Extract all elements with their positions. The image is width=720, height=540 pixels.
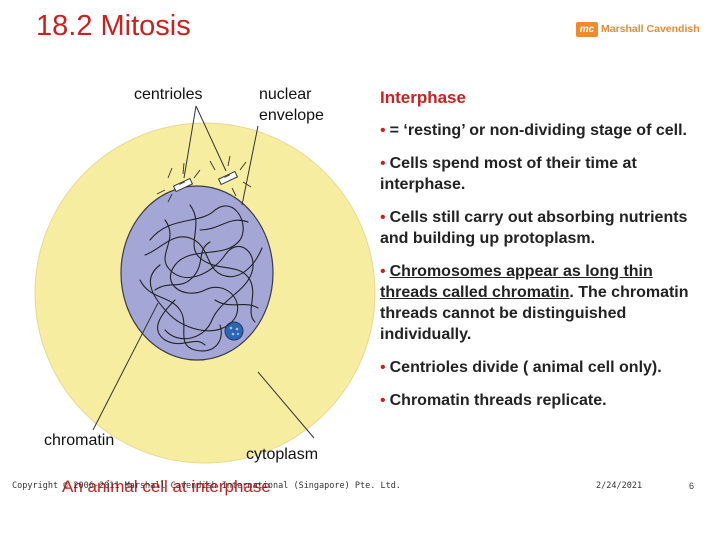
- label-chromatin: chromatin: [44, 432, 115, 449]
- bullet-text: Cells spend most of their time at interp…: [380, 155, 637, 193]
- pointer-centrioles-right: [195, 105, 227, 172]
- chromatin-threads: [139, 204, 263, 352]
- bullet-marker: •: [380, 122, 386, 139]
- centriole-right: [217, 170, 239, 186]
- bullet-item: •Chromosomes appear as long thin threads…: [380, 261, 710, 345]
- bullet-text: = ‘resting’ or non-dividing stage of cel…: [389, 122, 687, 139]
- interphase-notes: Interphase •= ‘resting’ or non-dividing …: [380, 88, 710, 423]
- label-nuclear-envelope: nuclear envelope: [259, 84, 324, 126]
- bullet-item: •Chromatin threads replicate.: [380, 390, 710, 411]
- logo-mark: mc: [576, 21, 598, 37]
- bullet-item: •Centrioles divide ( animal cell only).: [380, 357, 710, 378]
- aster-rays: [156, 155, 252, 203]
- label-nuclear-envelope-line2: envelope: [259, 107, 324, 124]
- nucleolus-dots: [229, 326, 240, 336]
- nucleus: [120, 185, 274, 361]
- logo-text: Marshall Cavendish: [601, 23, 700, 35]
- bullet-marker: •: [380, 359, 386, 376]
- bullet-marker: •: [380, 263, 386, 280]
- bullet-text: Centrioles divide ( animal cell only).: [389, 359, 662, 376]
- label-nuclear-envelope-line1: nuclear: [259, 86, 312, 103]
- bullet-text: Chromatin threads replicate.: [389, 392, 607, 409]
- publisher-logo: mc Marshall Cavendish: [576, 19, 700, 39]
- bullet-item: •Cells spend most of their time at inter…: [380, 153, 710, 195]
- diagram-caption: An animal cell at interphase: [62, 477, 271, 496]
- centriole-left: [172, 177, 194, 193]
- bullet-item: •= ‘resting’ or non-dividing stage of ce…: [380, 120, 710, 141]
- bullet-marker: •: [380, 392, 386, 409]
- pointer-cytoplasm: [257, 371, 315, 439]
- footer-copyright: Copyright © 2006-2011 Marshall Cavendish…: [12, 481, 401, 491]
- bullet-text: Cells still carry out absorbing nutrient…: [380, 209, 688, 247]
- label-cytoplasm: cytoplasm: [246, 446, 319, 463]
- bullet-item: •Cells still carry out absorbing nutrien…: [380, 207, 710, 249]
- footer-page-number: 6: [689, 481, 695, 491]
- nucleolus: [224, 321, 244, 341]
- section-heading: Interphase: [380, 88, 466, 107]
- bullet-marker: •: [380, 155, 386, 172]
- pointer-nuclear-envelope: [241, 125, 259, 206]
- bullet-marker: •: [380, 209, 386, 226]
- label-centrioles: centrioles: [134, 86, 203, 103]
- page-title: 18.2 Mitosis: [36, 10, 191, 42]
- bullet-text: . The chromatin threads cannot be distin…: [380, 284, 689, 343]
- bullet-text-underlined: Chromosomes appear as long thin threads …: [380, 263, 653, 301]
- footer-date: 2/24/2021: [596, 481, 643, 491]
- pointer-chromatin: [92, 302, 159, 431]
- label-pointer-lines: [92, 105, 315, 439]
- pointer-centrioles-left: [183, 105, 197, 179]
